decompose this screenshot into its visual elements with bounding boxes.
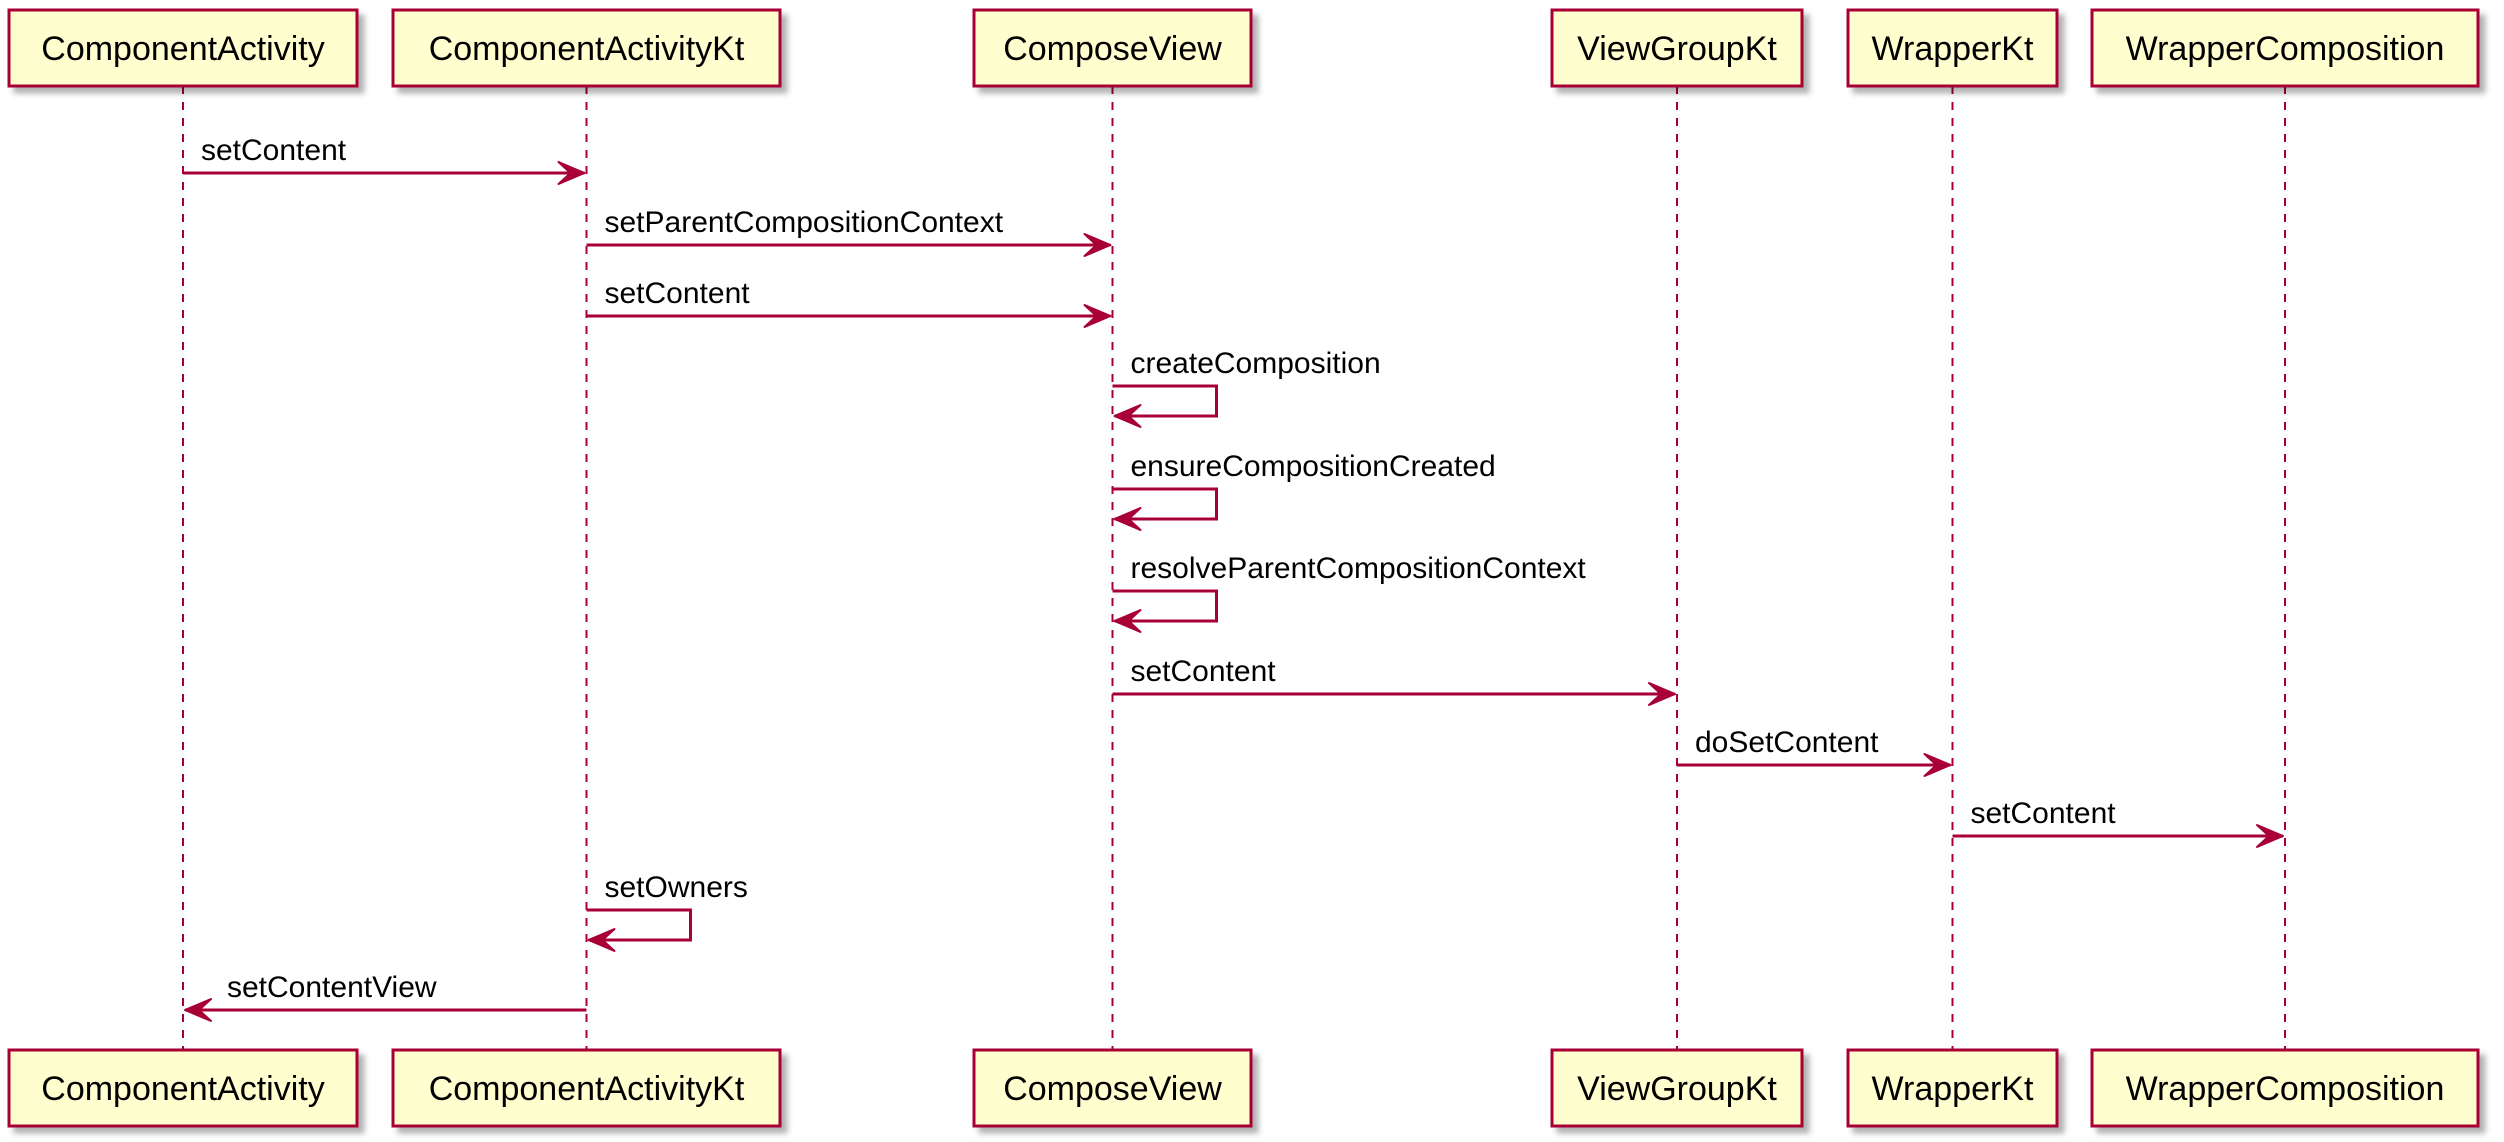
message-label: setContent (201, 134, 347, 167)
self-message-line (1112, 384, 1218, 418)
participant-label: ComposeView (1003, 30, 1222, 68)
arrow-head (1648, 682, 1676, 706)
participant-label: WrapperKt (1872, 1070, 2034, 1108)
arrow-head (557, 161, 586, 185)
participant-box (2090, 1048, 2480, 1128)
self-message-line (586, 908, 692, 942)
participant-label: WrapperKt (1872, 30, 2034, 68)
participant-box (1550, 8, 1804, 88)
participant-label: ViewGroupKt (1577, 1070, 1777, 1108)
message-do-set-content: doSetContent (1677, 726, 1952, 777)
message-label: setParentCompositionContext (605, 206, 1004, 239)
participant-view-group-kt-top: ViewGroupKt (1550, 8, 1804, 88)
participant-label: ComponentActivity (41, 30, 324, 68)
message-set-content: setContent (183, 134, 586, 185)
participant-label: ViewGroupKt (1577, 30, 1777, 68)
arrow-head (587, 928, 616, 952)
participant-compose-view-top: ComposeView (972, 8, 1253, 88)
participant-component-activity-kt-top: ComponentActivityKt (391, 8, 782, 88)
participant-box (1846, 8, 2059, 88)
arrow-head (1083, 304, 1112, 328)
participant-wrapper-composition-top: WrapperComposition (2090, 8, 2480, 88)
participant-label: ComponentActivityKt (429, 30, 745, 68)
arrow-head (1113, 609, 1142, 633)
participant-component-activity-bottom: ComponentActivity (7, 1048, 359, 1128)
arrow-head (1113, 507, 1142, 531)
participant-box (972, 1048, 1253, 1128)
message-label: setContent (605, 277, 751, 310)
message-label: createComposition (1131, 347, 1381, 380)
participant-wrapper-composition-bottom: WrapperComposition (2090, 1048, 2480, 1128)
message-set-content: setContent (1952, 797, 2284, 848)
message-label: doSetContent (1695, 726, 1879, 759)
participant-label: ComponentActivity (41, 1070, 324, 1108)
participant-box (7, 8, 359, 88)
message-set-parent-composition-context: setParentCompositionContext (586, 206, 1112, 257)
arrow-head (1113, 404, 1142, 428)
participant-box (1550, 1048, 1804, 1128)
message-ensure-composition-created: ensureCompositionCreated (1112, 450, 1496, 531)
arrow-head (1083, 233, 1112, 257)
participant-box (2090, 8, 2480, 88)
message-set-content-view: setContentView (184, 971, 587, 1022)
message-label: setContent (1131, 655, 1277, 688)
participant-box (7, 1048, 359, 1128)
participant-compose-view-bottom: ComposeView (972, 1048, 1253, 1128)
participant-wrapper-kt-bottom: WrapperKt (1846, 1048, 2059, 1128)
participant-label: WrapperComposition (2126, 30, 2445, 68)
participant-box (1846, 1048, 2059, 1128)
participant-box (391, 1048, 782, 1128)
self-message-line (1112, 487, 1218, 521)
messages-group: setContent setParentCompositionContext set… (183, 134, 2284, 1022)
participant-component-activity-kt-bottom: ComponentActivityKt (391, 1048, 782, 1128)
participant-label: ComponentActivityKt (429, 1070, 745, 1108)
arrow-head (184, 998, 212, 1022)
message-set-content: setContent (1112, 655, 1676, 706)
arrow-head (1923, 753, 1952, 777)
participant-label: WrapperComposition (2126, 1070, 2445, 1108)
lifelines-group (182, 86, 2286, 1050)
participant-component-activity-top: ComponentActivity (7, 8, 359, 88)
participant-label: ComposeView (1003, 1070, 1222, 1108)
self-message-line (1112, 589, 1218, 623)
message-label: setContent (1971, 797, 2117, 830)
message-label: setOwners (605, 871, 748, 904)
message-create-composition: createComposition (1112, 347, 1381, 428)
participants-bottom-row: ComponentActivity ComponentActivityKt Comp… (7, 1048, 2480, 1128)
message-set-content: setContent (586, 277, 1112, 328)
participant-wrapper-kt-top: WrapperKt (1846, 8, 2059, 88)
arrow-head (2256, 824, 2284, 848)
participant-view-group-kt-bottom: ViewGroupKt (1550, 1048, 1804, 1128)
message-label: ensureCompositionCreated (1131, 450, 1496, 483)
message-label: resolveParentCompositionContext (1131, 552, 1587, 585)
participants-top-row: ComponentActivity ComponentActivityKt Comp… (7, 8, 2480, 88)
participant-box (391, 8, 782, 88)
participant-box (972, 8, 1253, 88)
message-resolve-parent-composition-context: resolveParentCompositionContext (1112, 552, 1587, 633)
message-label: setContentView (227, 971, 437, 1004)
message-set-owners: setOwners (586, 871, 748, 952)
